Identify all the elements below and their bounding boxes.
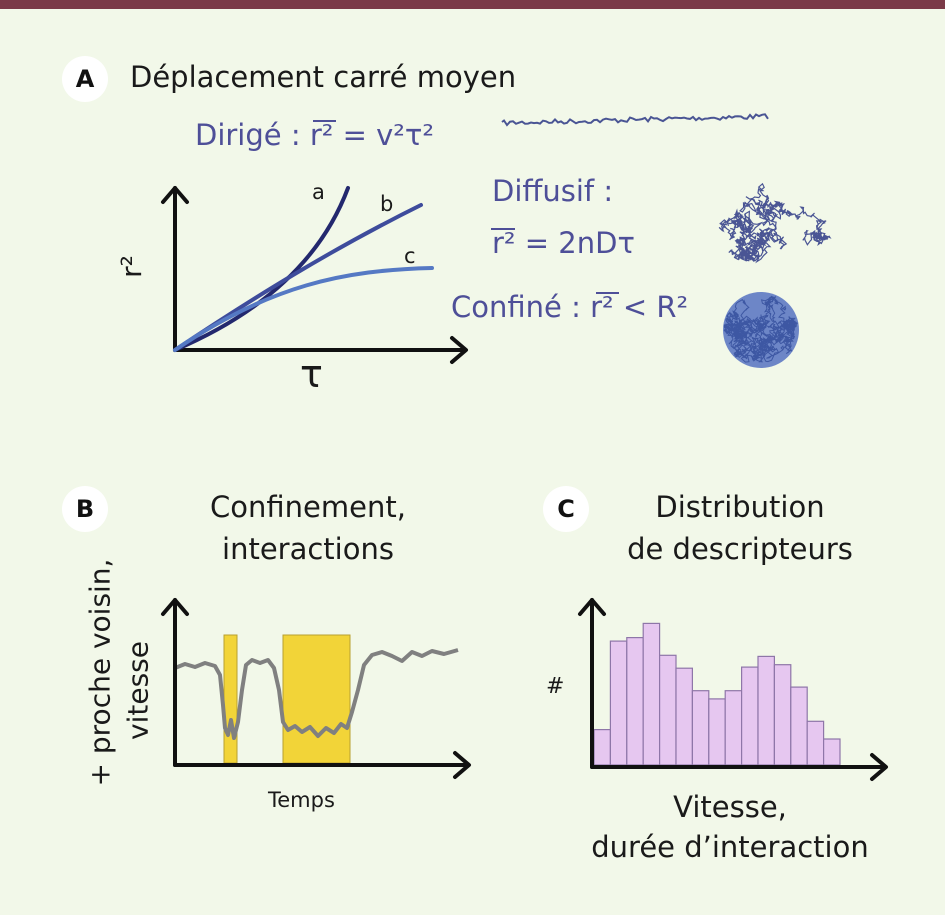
histogram-bar bbox=[593, 728, 611, 766]
directed-formula: Dirigé : r² = v²τ² bbox=[195, 118, 434, 152]
panel-c-xlabel-line1: Vitesse, bbox=[673, 790, 787, 824]
panel-a-badge: A bbox=[62, 56, 108, 102]
interaction-window-2 bbox=[282, 634, 351, 764]
diffusive-formula: r² = 2nDτ bbox=[492, 226, 635, 260]
histogram-bar bbox=[806, 720, 825, 766]
count-axis-label: # bbox=[546, 674, 565, 699]
panel-b-title-line1: Confinement, bbox=[210, 490, 406, 524]
histogram-bar bbox=[773, 664, 792, 766]
diffusive-label: Diffusif : bbox=[492, 174, 614, 208]
histogram-bar bbox=[642, 622, 661, 766]
panel-c-axes bbox=[578, 598, 888, 781]
msd-axes bbox=[161, 186, 468, 364]
msd-curves bbox=[173, 186, 434, 352]
curve-c bbox=[173, 266, 434, 352]
time-axis-label: Temps bbox=[268, 788, 335, 812]
histogram-bar bbox=[724, 690, 743, 766]
top-bar bbox=[0, 0, 945, 9]
histogram-bar bbox=[740, 666, 759, 766]
histogram-bar bbox=[658, 654, 677, 766]
histogram-bar bbox=[708, 698, 726, 766]
histogram-bar bbox=[790, 686, 808, 766]
confined-formula: Confiné : r² < R² bbox=[451, 290, 689, 324]
histogram-bar bbox=[822, 738, 841, 766]
curve-label-b: b bbox=[380, 192, 394, 216]
histogram-bar bbox=[626, 636, 644, 766]
panel-c-title-line2: de descripteurs bbox=[627, 532, 853, 566]
histogram-bar bbox=[609, 640, 628, 766]
panel-c-badge: C bbox=[543, 486, 589, 532]
interaction-window-1 bbox=[223, 634, 238, 764]
histogram-bar bbox=[691, 690, 710, 766]
diffusive-trajectory-icon bbox=[718, 182, 832, 264]
curve-label-a: a bbox=[312, 180, 325, 204]
curve-label-c: c bbox=[404, 244, 416, 268]
tau-axis-label: τ bbox=[300, 352, 323, 396]
histogram-bar bbox=[675, 667, 693, 766]
speed-trace bbox=[174, 648, 459, 740]
confined-trajectory-icon bbox=[723, 292, 799, 368]
histogram-bar bbox=[757, 655, 775, 766]
panel-c-xlabel-line2: durée d’interaction bbox=[591, 830, 869, 864]
panel-b-title-line2: interactions bbox=[222, 532, 394, 566]
curve-a bbox=[173, 186, 350, 352]
directed-trajectory-icon bbox=[501, 113, 769, 127]
panel-a-title: Déplacement carré moyen bbox=[130, 60, 517, 94]
panel-c-title-line1: Distribution bbox=[655, 490, 825, 524]
histogram-bars bbox=[593, 622, 841, 766]
panel-b-axes bbox=[161, 598, 471, 779]
panel-b-badge: B bbox=[62, 486, 108, 532]
